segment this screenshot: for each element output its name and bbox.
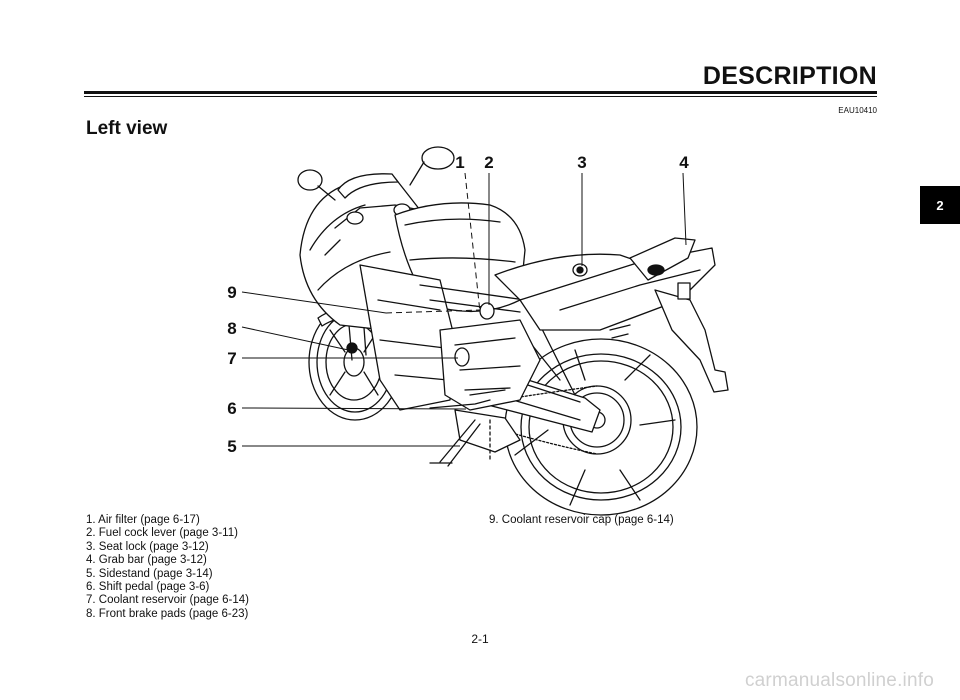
callout-3: 3 [577, 153, 586, 172]
leader-line-6 [241, 407, 467, 410]
legend-item: 6. Shift pedal (page 3-6) [86, 581, 210, 594]
legend-item: 9. Coolant reservoir cap (page 6-14) [489, 514, 674, 526]
legend-right-column: 9. Coolant reservoir cap (page 6-14) [489, 514, 674, 527]
leader-line-9 [241, 291, 387, 314]
callout-6: 6 [227, 399, 236, 418]
callout-8: 8 [227, 319, 236, 338]
right-mirror [421, 146, 455, 170]
page-number: 2-1 [471, 632, 489, 646]
header-rule-thin [84, 96, 877, 97]
callout-2: 2 [484, 153, 493, 172]
engine [439, 319, 541, 411]
callout-5: 5 [227, 437, 236, 456]
leader-line-4 [682, 172, 687, 246]
legend-left-column: 1. Air filter (page 6-17) 2. Fuel cock l… [86, 514, 249, 621]
license-bracket [654, 289, 729, 393]
document-code: EAU10410 [838, 106, 877, 115]
grab-bar [629, 237, 696, 281]
leader-lines [241, 172, 687, 447]
callout-7: 7 [227, 349, 236, 368]
legend-item: 7. Coolant reservoir (page 6-14) [86, 594, 249, 607]
header-title: DESCRIPTION [702, 62, 877, 90]
legend-item: 5. Sidestand (page 3-14) [86, 567, 213, 580]
leader-line-8 [241, 326, 354, 352]
rear-rim [520, 353, 682, 501]
coolant-reservoir-marker [454, 347, 470, 367]
callout-9: 9 [227, 283, 236, 302]
legend-item: 8. Front brake pads (page 6-23) [86, 607, 249, 620]
legend-item: 4. Grab bar (page 3-12) [86, 554, 207, 567]
sidestand [429, 419, 481, 467]
legend-item: 3. Seat lock (page 3-12) [86, 540, 209, 553]
lower-cowl [454, 409, 521, 453]
motorcycle-drawing [297, 146, 729, 516]
air-filter-marker [479, 302, 495, 320]
chapter-tab-label: 2 [936, 197, 944, 213]
shift-pedal [429, 399, 491, 409]
leader-line-1 [464, 172, 481, 313]
footrest [469, 324, 631, 396]
header-rule [84, 91, 877, 94]
section-title: Left view [86, 118, 168, 139]
left-mirror [297, 169, 323, 191]
legend-item: 1. Air filter (page 6-17) [86, 514, 200, 526]
windscreen [337, 173, 399, 199]
callouts: 1 2 3 4 9 8 7 6 5 [227, 153, 689, 456]
leader-line-9b [385, 309, 481, 314]
chapter-tab[interactable]: 2 [920, 186, 960, 224]
callout-1: 1 [455, 153, 464, 172]
legend-item: 2. Fuel cock lever (page 3-11) [86, 527, 238, 540]
watermark: carmanualsonline.info [744, 670, 934, 691]
callout-4: 4 [679, 153, 689, 172]
